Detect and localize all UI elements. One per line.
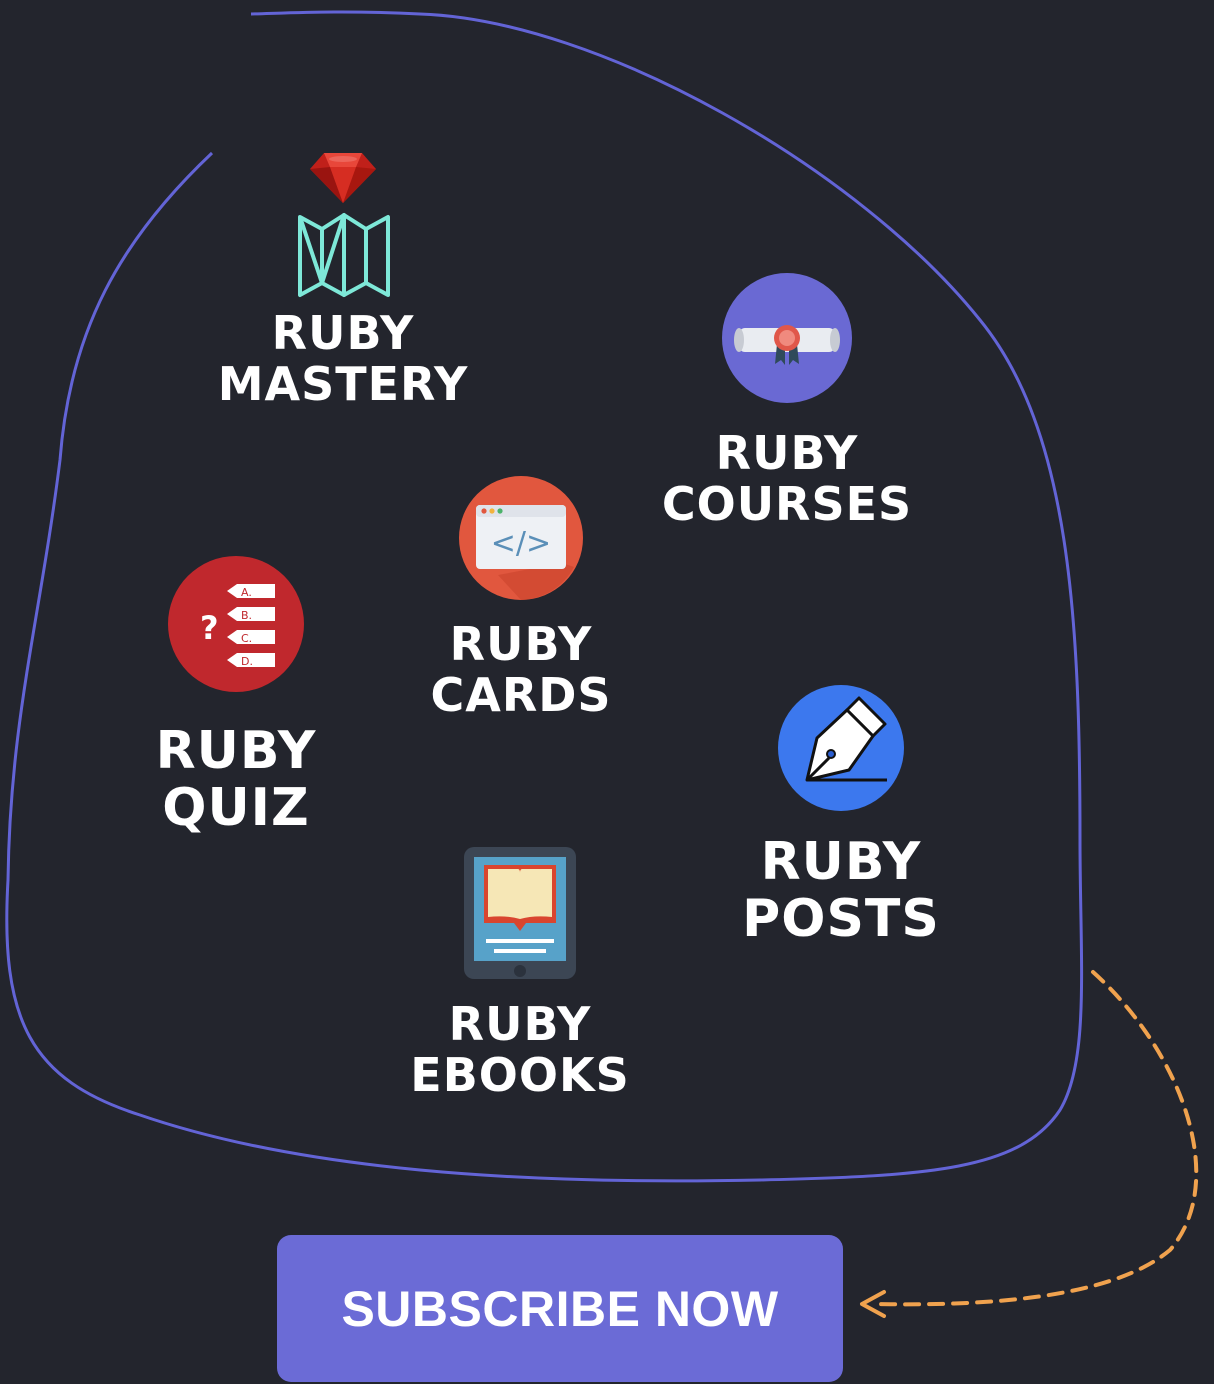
label-line1: RUBY [448,997,592,1051]
ebook-tablet-icon [464,847,576,979]
fountain-pen-icon [778,685,904,811]
code-glyph: </> [491,526,551,561]
diploma-icon [722,273,852,403]
label-line1: RUBY [271,306,415,360]
label-line1: RUBY [715,426,859,480]
dashed-arrow-path [870,970,1199,1307]
ruby-mastery-label: RUBY MASTERY [218,308,469,409]
label-line1: RUBY [760,832,922,892]
folded-map-icon [298,213,390,297]
ruby-courses-label: RUBY COURSES [662,428,912,529]
quiz-option-c: C. [241,632,252,645]
subscribe-now-button[interactable]: SUBSCRIBE NOW [277,1235,843,1382]
ruby-cards-label: RUBY CARDS [430,619,611,720]
label-line2: EBOOKS [410,1047,630,1102]
label-line2: COURSES [661,476,913,531]
quiz-option-b: B. [241,609,252,622]
ruby-cards-link[interactable]: </> RUBY CARDS [406,475,636,720]
subscribe-button-label: SUBSCRIBE NOW [341,1280,779,1337]
arrow-head [860,1290,886,1318]
quiz-icon: ? A. B. C. D. [168,556,304,692]
label-line2: MASTERY [217,356,469,411]
ruby-gem-icon [310,153,376,203]
ruby-mastery-link[interactable]: RUBY MASTERY [213,145,473,409]
label-line1: RUBY [155,721,317,781]
ruby-courses-link[interactable]: RUBY COURSES [647,272,927,529]
label-line2: QUIZ [162,778,310,839]
ruby-ebooks-label: RUBY EBOOKS [410,999,629,1100]
ruby-posts-label: RUBY POSTS [742,832,940,950]
quiz-option-d: D. [241,655,253,668]
ruby-quiz-label: RUBY QUIZ [155,721,317,839]
outline-curve [5,10,1084,1183]
ruby-ebooks-link[interactable]: RUBY EBOOKS [400,845,640,1100]
ruby-posts-link[interactable]: RUBY POSTS [731,684,951,948]
label-line2: CARDS [430,667,612,722]
ruby-map-icon [298,153,390,297]
code-window-icon: </> [459,476,583,600]
label-line2: POSTS [742,889,940,950]
quiz-options [227,584,275,667]
label-line1: RUBY [449,617,593,671]
ruby-quiz-link[interactable]: ? A. B. C. D. RUBY QUIZ [131,555,341,837]
quiz-option-a: A. [241,586,252,599]
svg-text:?: ? [200,609,219,647]
